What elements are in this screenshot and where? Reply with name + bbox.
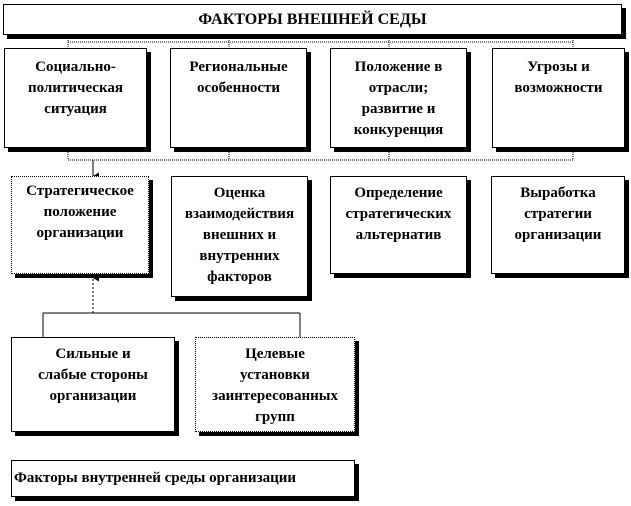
step-strategic-position-label: Стратегическое положение организации xyxy=(26,183,134,241)
factor-regional: Региональные особенности xyxy=(170,48,307,148)
factor-regional-label: Региональные особенности xyxy=(189,59,288,96)
factor-threats-opportunities: Угрозы и возможности xyxy=(492,48,625,148)
factor-social-political: Социально- политическая ситуация xyxy=(4,48,147,148)
step-strategic-alternatives: Определение стратегических альтернатив xyxy=(330,176,467,274)
internal-factors-title-text: Факторы внутренней среды организации xyxy=(14,470,297,486)
step-strategic-position: Стратегическое положение организации xyxy=(11,176,149,274)
step-strategy-development-label: Выработка стратегии организации xyxy=(514,185,602,243)
step-strategy-development: Выработка стратегии организации xyxy=(491,176,625,274)
factor-industry-position-label: Положение в отрасли; развитие и конкурен… xyxy=(353,59,444,138)
step-interaction-assessment: Оценка взаимодействия внешних и внутренн… xyxy=(171,176,308,297)
step-strategic-alternatives-label: Определение стратегических альтернатив xyxy=(345,185,452,243)
step-interaction-assessment-label: Оценка взаимодействия внешних и внутренн… xyxy=(184,185,295,285)
external-factors-title-text: ФАКТОРЫ ВНЕШНЕЙ СЕДЫ xyxy=(198,11,427,28)
internal-strengths-weaknesses: Сильные и слабые стороны организации xyxy=(11,337,175,432)
internal-stakeholder-goals-label: Целевые установки заинтересованных групп xyxy=(212,346,338,425)
factor-industry-position: Положение в отрасли; развитие и конкурен… xyxy=(330,48,467,148)
external-factors-title: ФАКТОРЫ ВНЕШНЕЙ СЕДЫ xyxy=(3,4,622,35)
factor-threats-opportunities-label: Угрозы и возможности xyxy=(514,59,603,96)
internal-stakeholder-goals: Целевые установки заинтересованных групп xyxy=(195,337,355,432)
factor-social-political-label: Социально- политическая ситуация xyxy=(27,59,123,117)
internal-strengths-weaknesses-label: Сильные и слабые стороны организации xyxy=(38,346,148,404)
internal-factors-title: Факторы внутренней среды организации xyxy=(11,460,355,497)
